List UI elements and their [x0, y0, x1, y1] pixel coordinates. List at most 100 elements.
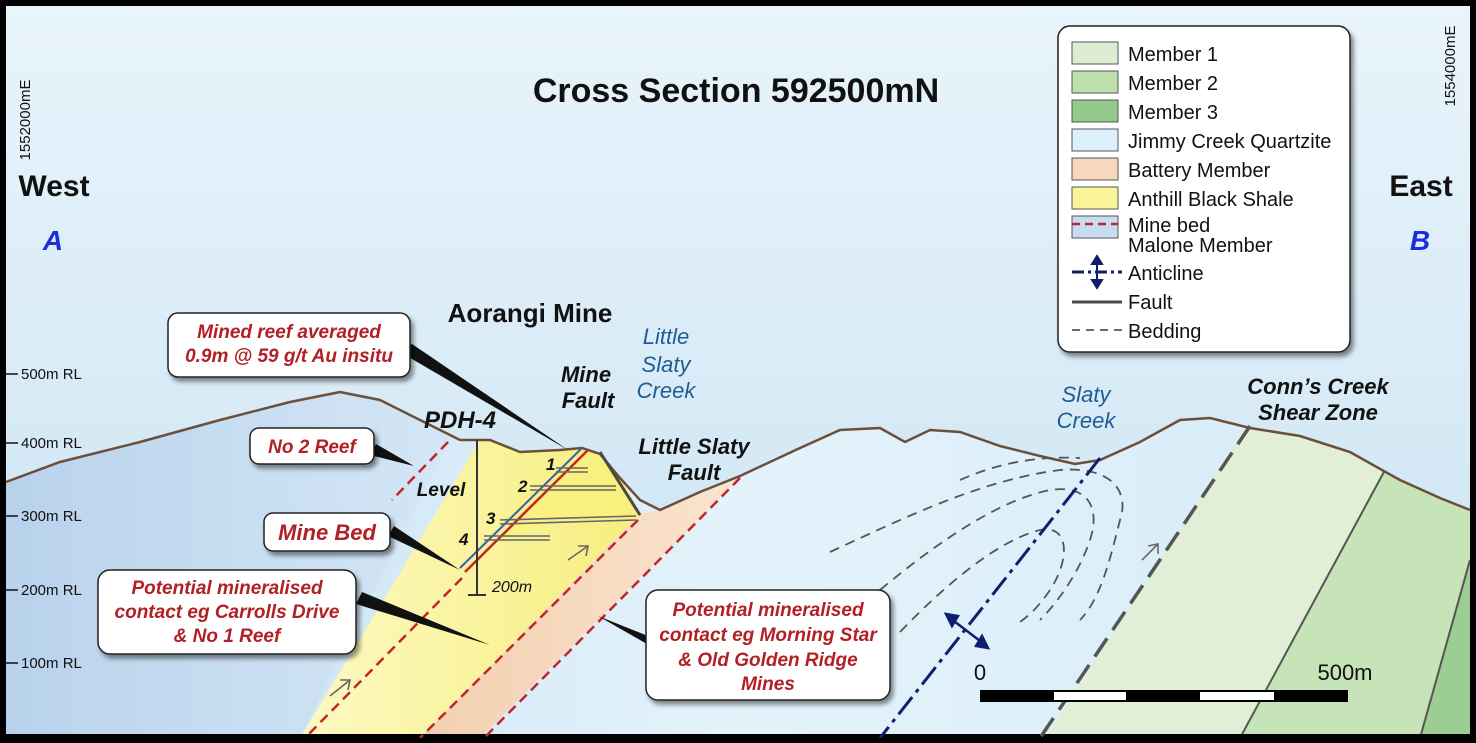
pointer-morning-star: [598, 616, 654, 648]
legend-label-3: Member 3: [1128, 102, 1218, 124]
callout-morning-star-line-3: & Old Golden Ridge: [678, 650, 858, 671]
level-number-3: 3: [486, 509, 496, 528]
rl-label-500: 500m RL: [21, 366, 82, 383]
ground-surface: [5, 390, 1471, 512]
legend-anticline-arrow: [1090, 254, 1104, 290]
legend-label-2: Member 2: [1128, 73, 1218, 95]
callout-morning-star-line-1: Potential mineralised: [672, 600, 864, 621]
little-slaty-creek-label-3: Creek: [637, 378, 697, 403]
legend-label-bedding: Bedding: [1128, 321, 1201, 343]
layer-member-2: [1240, 470, 1470, 734]
mine-fault-label-2: Fault: [562, 388, 616, 413]
legend-swatch-6: [1071, 186, 1119, 210]
legend-label-fault: Fault: [1128, 292, 1173, 314]
scale-bar-segment: [1054, 692, 1126, 700]
anticline-axis: [878, 457, 1102, 739]
diagram-title: Cross Section 592500mN: [533, 72, 939, 110]
legend-label-anticline: Anticline: [1128, 263, 1204, 285]
rl-label-100: 100m RL: [21, 655, 82, 672]
level-number-2: 2: [517, 477, 528, 496]
legend-swatch-1: [1071, 41, 1119, 65]
legend-swatch-malone: [1071, 215, 1119, 239]
little-slaty-creek-label-1: Little: [643, 324, 689, 349]
rl-label-200: 200m RL: [21, 582, 82, 599]
little-slaty-fault-label-2: Fault: [668, 460, 722, 485]
scale-end: 500m: [1317, 660, 1372, 685]
callout-mined-reef: Mined reef averaged 0.9m @ 59 g/t Au ins…: [167, 312, 411, 378]
rl-axis: 500m RL 400m RL 300m RL 200m RL 100m RL: [6, 366, 82, 672]
mine-levels: [484, 467, 637, 541]
callout-carrolls-line-1: Potential mineralised: [131, 578, 323, 599]
slaty-creek-label-1: Slaty: [1062, 382, 1113, 407]
mine-name: Aorangi Mine: [448, 298, 613, 328]
legend-label-4: Jimmy Creek Quartzite: [1128, 131, 1331, 153]
legend-swatch-4: [1071, 128, 1119, 152]
callout-no2-reef-text: No 2 Reef: [268, 437, 357, 458]
conns-creek-label-1: Conn’s Creek: [1247, 374, 1390, 399]
legend-label-6: Anthill Black Shale: [1128, 189, 1294, 211]
scale-start: 0: [974, 660, 986, 685]
callout-mined-reef-line-2: 0.9m @ 59 g/t Au insitu: [185, 346, 393, 367]
drillhole-label: PDH-4: [424, 407, 496, 434]
easting-right: 1554000mE: [1442, 26, 1459, 107]
slaty-creek-label-2: Creek: [1057, 408, 1117, 433]
callout-carrolls-line-2: contact eg Carrolls Drive: [115, 602, 340, 623]
bedding-arrows: [329, 543, 1159, 697]
mine-fault-line: [598, 451, 642, 516]
legend-swatches: Member 1 Member 2 Member 3 Jimmy Creek Quar…: [1071, 41, 1331, 211]
legend-label-mine-bed: Mine bed: [1128, 215, 1210, 237]
section-end-letter: B: [1410, 225, 1430, 256]
contact-carrolls-line: [304, 577, 463, 739]
member-boundary: [1419, 559, 1470, 734]
little-slaty-fault-label-1: Little Slaty: [638, 434, 751, 459]
little-slaty-creek-label-2: Slaty: [642, 352, 693, 377]
section-start-letter: A: [42, 225, 63, 256]
legend-box: [1057, 25, 1351, 353]
callout-pointers: [356, 344, 654, 648]
callout-mined-reef-line-1: Mined reef averaged: [197, 322, 381, 343]
rl-label-300: 300m RL: [21, 508, 82, 525]
battery-contact-line: [483, 477, 741, 739]
level-number-4: 4: [458, 530, 469, 549]
anticline-symbol: [943, 612, 991, 650]
callout-mine-bed: Mine Bed: [263, 512, 391, 552]
callout-morning-star-line-2: contact eg Morning Star: [659, 625, 878, 646]
direction-east: East: [1389, 170, 1452, 203]
pointer-no2-reef: [370, 444, 414, 466]
callout-morning-star-line-4: Mines: [741, 674, 795, 695]
anthill-upper-zone: [500, 444, 640, 540]
rl-label-400: 400m RL: [21, 435, 82, 452]
drillhole-depth: 200m: [491, 579, 532, 596]
callout-morning-star: Potential mineralised contact eg Morning…: [645, 589, 891, 701]
level-number-1: 1: [546, 455, 555, 474]
pointer-mined-reef: [400, 344, 568, 450]
scale-bar-outline: [980, 690, 1348, 702]
no2-reef-line: [391, 441, 449, 501]
legend: Member 1 Member 2 Member 3 Jimmy Creek Quar…: [1057, 25, 1351, 353]
callout-no2-reef: No 2 Reef: [249, 427, 375, 465]
scale-bar: 0 500m: [974, 660, 1373, 702]
level-label: Level: [417, 480, 466, 501]
mine-fault-label-1: Mine: [561, 362, 611, 387]
pointer-carrolls: [356, 592, 490, 645]
conns-creek-label-2: Shear Zone: [1258, 400, 1378, 425]
legend-label-malone: Malone Member: [1128, 235, 1273, 257]
layer-member-3: [1420, 560, 1470, 734]
layer-battery-member: [420, 478, 740, 734]
legend-swatch-3: [1071, 99, 1119, 123]
scale-bar-segment: [1200, 692, 1274, 700]
legend-swatch-5: [1071, 157, 1119, 181]
legend-swatch-2: [1071, 70, 1119, 94]
mine-bed-red: [464, 449, 589, 573]
legend-label-5: Battery Member: [1128, 160, 1271, 182]
direction-west: West: [18, 170, 89, 203]
easting-left: 1552000mE: [17, 80, 34, 161]
legend-label-1: Member 1: [1128, 44, 1218, 66]
callout-carrolls-line-3: & No 1 Reef: [174, 626, 282, 647]
contact-morning-star-line: [419, 519, 639, 739]
callout-carrolls: Potential mineralised contact eg Carroll…: [97, 569, 357, 655]
pointer-mine-bed: [388, 526, 460, 570]
callout-mine-bed-text: Mine Bed: [278, 520, 376, 545]
